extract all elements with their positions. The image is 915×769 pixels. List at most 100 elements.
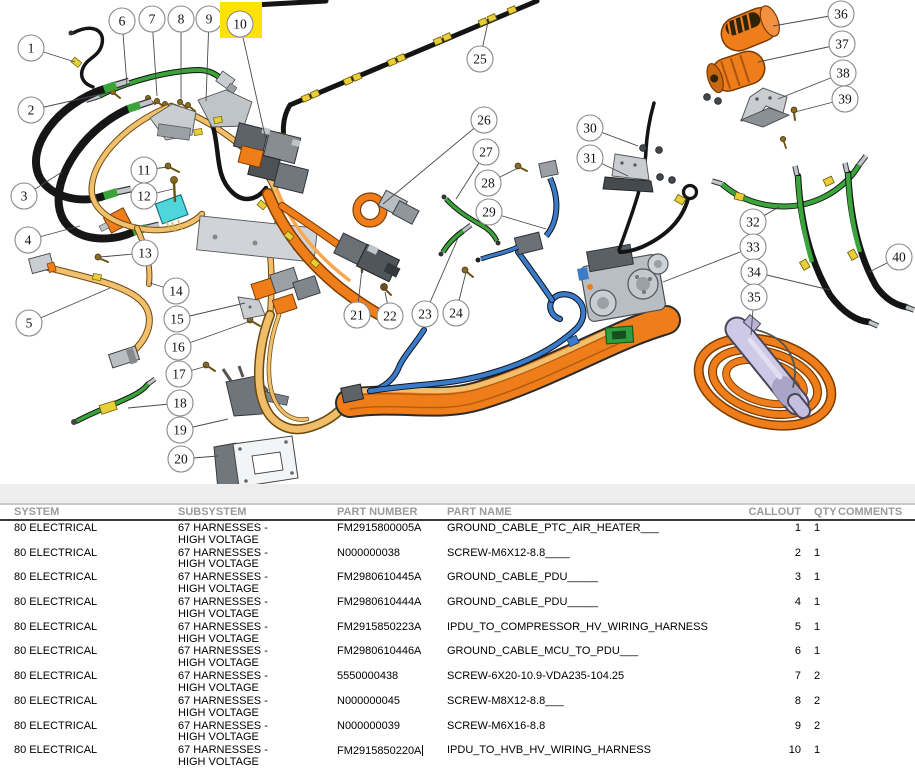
callout-25[interactable]: 25 [466,45,494,73]
callout-number: 17 [172,367,186,382]
cell-part_name: SCREW-6X20-10.9-VDA235-104.25 [447,670,625,683]
callout-22[interactable]: 22 [376,302,404,330]
mounting-brackets-top [149,89,253,141]
cell-subsystem: 67 HARNESSES - HIGH VOLTAGE [178,546,268,571]
cell-subsystem: 67 HARNESSES - HIGH VOLTAGE [178,596,268,620]
cell-callout: 4 [794,596,801,609]
cell-comments [838,646,915,670]
callout-2[interactable]: 2 [17,96,45,124]
charge-cable-coil-35 [693,313,837,431]
callout-38[interactable]: 38 [829,59,857,87]
cable-clip-icon [846,248,859,261]
cable-clip-icon [733,191,746,202]
callout-40[interactable]: 40 [885,243,913,271]
cell-part_number[interactable]: FM2980610446A [337,645,422,658]
callout-10[interactable]: 10 [220,2,262,38]
callout-31[interactable]: 31 [576,144,604,172]
table-top-band [0,484,915,503]
callout-33[interactable]: 33 [739,233,767,261]
callout-9[interactable]: 9 [195,5,223,33]
callout-number: 33 [746,240,760,255]
cell-part_number[interactable]: N000000038 [337,546,401,559]
callout-14[interactable]: 14 [162,277,190,305]
callout-16[interactable]: 16 [164,333,192,361]
hv-connector-stack-10 [232,122,310,194]
col-header-comments: COMMENTS [838,506,903,518]
cell-part_number[interactable]: FM2980610445A [337,571,422,584]
callout-21[interactable]: 21 [343,301,371,329]
cell-part_number[interactable]: N000000045 [337,694,401,707]
callout-3[interactable]: 3 [10,182,38,210]
callout-1[interactable]: 1 [17,34,45,62]
cell-part_number[interactable]: FM2980610444A [337,596,422,609]
callout-39[interactable]: 39 [831,85,859,113]
callout-17[interactable]: 17 [165,360,193,388]
callout-13[interactable]: 13 [131,239,159,267]
cell-part_number[interactable]: N000000039 [337,719,401,732]
cyan-connector [154,194,189,233]
callout-26[interactable]: 26 [470,106,498,134]
bundle-clip-icon [340,383,365,404]
callout-27[interactable]: 27 [472,138,500,166]
cell-callout: 10 [788,744,801,757]
callout-28[interactable]: 28 [474,169,502,197]
bracket-38 [739,87,791,128]
col-header-part-number: PART NUMBER [337,506,418,518]
callout-number: 4 [25,233,32,248]
callout-36[interactable]: 36 [827,0,855,28]
bracket-15 [237,296,266,320]
callout-19[interactable]: 19 [166,416,194,444]
callout-18[interactable]: 18 [166,389,194,417]
callout-number: 8 [178,12,185,27]
callout-37[interactable]: 37 [828,30,856,58]
callout-number: 11 [138,163,151,178]
callout-32[interactable]: 32 [739,208,767,236]
col-header-system: SYSTEM [14,506,60,518]
leader-line [382,119,485,205]
cell-subsystem: 67 HARNESSES - HIGH VOLTAGE [178,670,268,694]
callout-29[interactable]: 29 [475,198,503,226]
cell-part_number[interactable]: FM2915800005A [337,522,422,534]
ground-cable-34 [792,165,880,329]
callout-11[interactable]: 11 [130,156,158,184]
callout-20[interactable]: 20 [167,445,195,473]
bracket-20 [213,435,299,491]
callout-35[interactable]: 35 [740,283,768,311]
cell-comments [838,523,915,547]
callout-4[interactable]: 4 [14,226,42,254]
callout-number: 14 [169,284,183,299]
callout-number: 10 [233,17,247,32]
cell-subsystem: 67 HARNESSES - HIGH VOLTAGE [178,620,268,645]
callout-23[interactable]: 23 [411,300,439,328]
callout-15[interactable]: 15 [163,305,191,333]
callout-number: 21 [350,308,364,323]
callout-number: 2 [28,103,35,118]
callout-7[interactable]: 7 [138,5,166,33]
cell-qty: 1 [814,522,821,534]
cell-part_name: SCREW-M8X12-8.8___ [447,694,564,707]
callout-number: 15 [170,312,184,327]
callout-24[interactable]: 24 [442,299,470,327]
cell-part_number[interactable]: 5550000438 [337,670,399,683]
cell-qty: 1 [814,744,821,757]
callout-5[interactable]: 5 [15,309,43,337]
callout-number: 9 [206,12,213,27]
callout-8[interactable]: 8 [167,5,195,33]
callout-30[interactable]: 30 [576,114,604,142]
callout-34[interactable]: 34 [740,258,768,286]
cell-part_number[interactable]: FM2915850223A [337,620,422,633]
callout-12[interactable]: 12 [130,182,158,210]
callout-6[interactable]: 6 [108,7,136,35]
cell-part_number[interactable]: FM2915850220A [337,745,424,758]
